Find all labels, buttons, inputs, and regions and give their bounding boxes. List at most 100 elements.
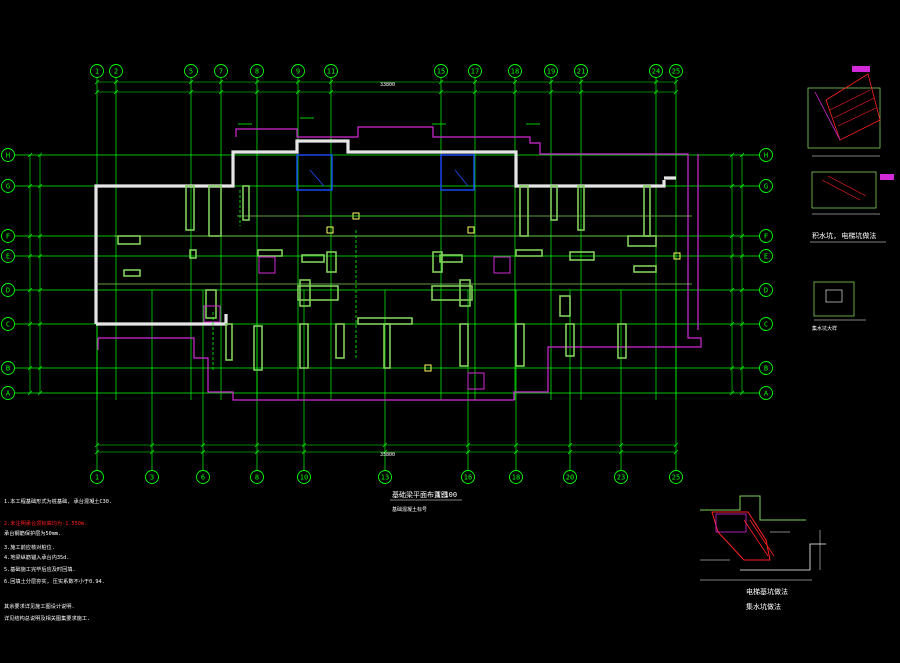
axis-left-B-label: B <box>6 365 10 373</box>
shear-wall <box>117 235 141 245</box>
dimension-tick <box>27 287 33 293</box>
axis-left-D-label: D <box>6 287 10 295</box>
shear-wall <box>431 285 473 301</box>
shear-wall <box>335 323 345 359</box>
dimension-tick <box>618 449 624 455</box>
axis-top-9-label: 9 <box>296 68 300 76</box>
pit-detail-top <box>807 66 881 157</box>
note-line: 2.未注明承台顶标高均为-1.550m. <box>4 519 87 527</box>
dimension-tick <box>27 233 33 239</box>
design-notes: 1.本工程基础形式为桩基础, 承台混凝土C30. 2.未注明承台顶标高均为-1.… <box>4 497 112 622</box>
axis-top-2-circle <box>109 64 123 78</box>
shear-wall <box>205 289 217 319</box>
axis-top-17-circle <box>468 64 482 78</box>
note-line: 6.回填土分层夯实, 压实系数不小于0.94. <box>4 577 105 585</box>
note-line: 其余要求详见施工图设计说明. <box>4 602 75 610</box>
dimension-tick <box>27 321 33 327</box>
dimension-tick <box>37 365 43 371</box>
axis-right-G-circle <box>759 179 773 193</box>
dimension-tick <box>673 449 679 455</box>
shear-wall <box>297 285 339 301</box>
axis-left-E-circle <box>1 249 15 263</box>
axis-left-H-circle <box>1 148 15 162</box>
shear-wall <box>633 265 657 273</box>
dimension-tick <box>578 79 584 85</box>
shear-wall <box>257 249 283 257</box>
axis-bottom-10-label: 10 <box>300 474 308 482</box>
axis-top-2-label: 2 <box>114 68 118 76</box>
detail-title-pit: 积水坑, 电梯坑做法 <box>812 231 876 240</box>
axis-top-1-circle <box>90 64 104 78</box>
axis-bottom-18-label: 18 <box>512 474 520 482</box>
shear-wall <box>617 323 627 359</box>
shear-wall <box>550 185 558 221</box>
detail-drawings <box>700 66 894 581</box>
dimension-tick <box>438 79 444 85</box>
dimension-tick <box>548 89 554 95</box>
marker-square <box>326 226 334 234</box>
shear-wall <box>577 185 585 231</box>
dimension-tick <box>673 89 679 95</box>
dimension-tick <box>37 287 43 293</box>
dimension-tick <box>295 79 301 85</box>
water-tank-hatch <box>454 169 469 187</box>
dimension-tick <box>301 442 307 448</box>
dimension-tick <box>254 442 260 448</box>
pit-box <box>258 256 276 274</box>
dimension-tick <box>739 287 745 293</box>
axis-right-G-label: G <box>764 183 768 191</box>
axis-top-8-label: 8 <box>255 68 259 76</box>
axis-right-D-label: D <box>764 287 768 295</box>
drawing-title: 基础梁平面布置图 <box>392 490 448 499</box>
axis-bottom-3-label: 3 <box>150 474 154 482</box>
axis-bottom-3-circle <box>145 470 159 484</box>
axis-top-5-circle <box>184 64 198 78</box>
dimension-tick <box>729 287 735 293</box>
axis-left-A-label: A <box>6 390 11 398</box>
axis-top-15-circle <box>434 64 448 78</box>
dimension-tick <box>218 89 224 95</box>
dimension-tick <box>465 449 471 455</box>
shear-wall <box>299 323 309 369</box>
axis-bottom-16-circle <box>461 470 475 484</box>
dimension-tick <box>149 449 155 455</box>
dimension-tick <box>729 233 735 239</box>
axis-right-C-circle <box>759 317 773 331</box>
shear-wall <box>459 323 469 367</box>
dimension-tick <box>200 449 206 455</box>
dimension-tick <box>37 390 43 396</box>
axis-bottom-13-label: 13 <box>381 474 389 482</box>
note-line: 5.基础施工完毕后应及时回填. <box>4 565 76 573</box>
axis-bottom-18-circle <box>509 470 523 484</box>
dimension-tick <box>94 449 100 455</box>
shear-wall <box>559 295 571 317</box>
axis-left-C-label: C <box>6 321 10 329</box>
dimension-tick <box>739 152 745 158</box>
axis-top-9-circle <box>291 64 305 78</box>
detail-title-elevator: 电梯基坑做法 <box>746 587 788 596</box>
axis-left-G-label: G <box>6 183 10 191</box>
dimension-tick <box>673 442 679 448</box>
dimension-tick <box>382 449 388 455</box>
dimension-tick <box>729 152 735 158</box>
axis-bottom-10-circle <box>297 470 311 484</box>
shear-wall <box>326 251 337 273</box>
axis-top-19-label: 19 <box>547 68 555 76</box>
shear-wall <box>565 323 575 357</box>
detail-title-sump: 集水坑大样 <box>812 325 837 332</box>
axis-top-11-label: 11 <box>327 68 335 76</box>
dimension-tick <box>37 321 43 327</box>
water-tank-hatch <box>309 169 325 187</box>
dimension-tick <box>512 89 518 95</box>
axis-right-A-label: A <box>764 390 769 398</box>
axis-top-7-label: 7 <box>219 68 223 76</box>
shear-wall <box>208 185 222 237</box>
axis-top-8-circle <box>250 64 264 78</box>
axis-top-25-circle <box>669 64 683 78</box>
dimension-tick <box>567 442 573 448</box>
pit-detail-mid <box>811 171 894 215</box>
dimension-tick <box>618 442 624 448</box>
shear-wall <box>189 249 197 259</box>
axis-bottom-13-circle <box>378 470 392 484</box>
